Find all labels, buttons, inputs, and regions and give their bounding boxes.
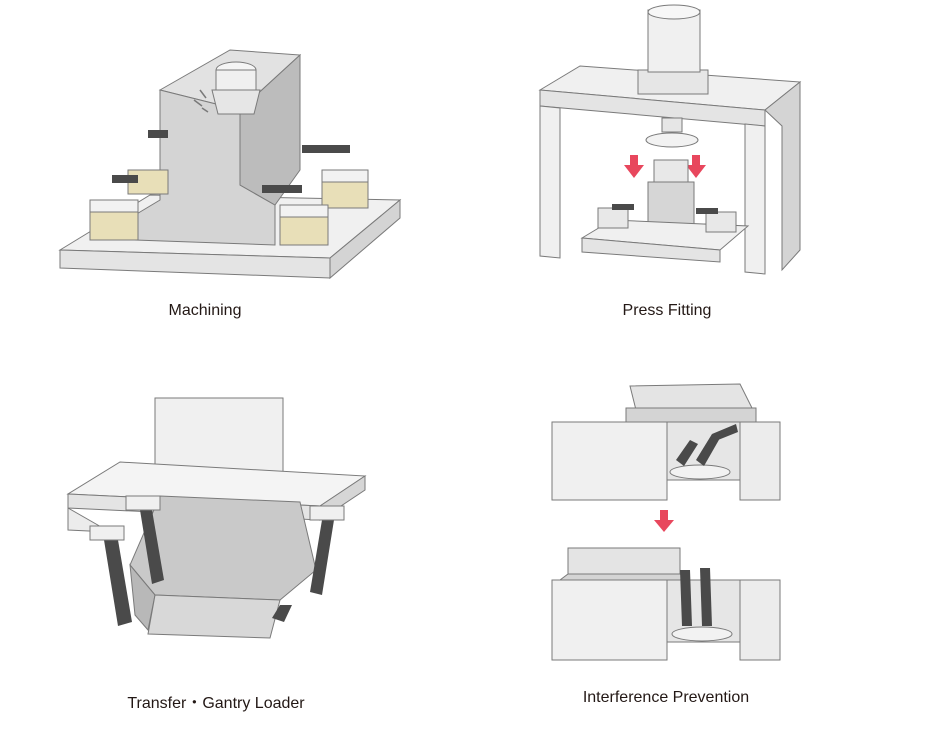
transfer-gantry-illustration [40, 390, 380, 650]
caption-press-fitting: Press Fitting [622, 302, 712, 319]
caption-interference-prevention: Interference Prevention [582, 689, 750, 706]
interference-prevention-illustration [540, 380, 790, 670]
machining-illustration [40, 30, 420, 290]
caption-transfer-gantry-loader: Transfer・Gantry Loader [127, 695, 305, 712]
caption-machining: Machining [168, 302, 242, 319]
press-fitting-illustration [520, 0, 810, 280]
